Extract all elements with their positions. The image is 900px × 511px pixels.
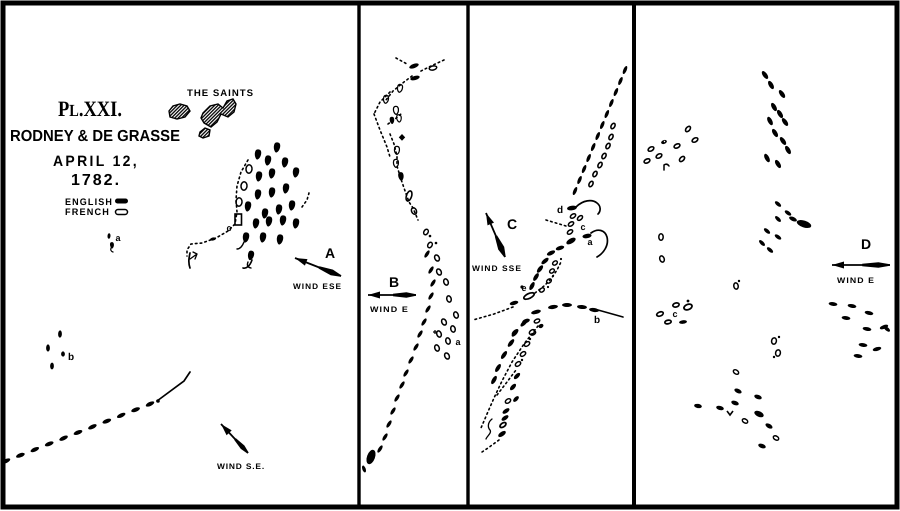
svg-text:c: c: [226, 223, 231, 233]
svg-text:WIND E: WIND E: [837, 276, 875, 285]
svg-text:APRIL 12,: APRIL 12,: [53, 153, 139, 170]
svg-text:c: c: [672, 309, 677, 319]
svg-text:RODNEY & DE GRASSE: RODNEY & DE GRASSE: [10, 128, 180, 145]
svg-text:1782.: 1782.: [71, 172, 121, 189]
svg-text:a: a: [115, 233, 121, 243]
svg-text:B: B: [389, 274, 399, 290]
svg-text:d: d: [557, 205, 563, 216]
svg-text:a: a: [587, 237, 593, 247]
svg-text:b: b: [68, 352, 74, 363]
svg-text:PL.XXI.: PL.XXI.: [58, 96, 122, 121]
svg-text:FRENCH: FRENCH: [65, 207, 110, 218]
svg-text:e: e: [521, 283, 526, 293]
svg-text:WIND E: WIND E: [370, 305, 409, 314]
svg-text:WIND S.E.: WIND S.E.: [217, 462, 265, 471]
svg-text:WIND SSE: WIND SSE: [472, 264, 522, 273]
svg-text:ENGLISH: ENGLISH: [65, 197, 113, 208]
svg-text:D: D: [861, 236, 871, 252]
svg-text:C: C: [507, 216, 517, 232]
svg-text:b: b: [594, 315, 600, 326]
svg-text:THE SAINTS: THE SAINTS: [187, 88, 254, 99]
svg-text:c: c: [580, 222, 585, 232]
svg-text:A: A: [325, 245, 335, 261]
svg-text:a: a: [455, 337, 461, 347]
svg-text:WIND ESE: WIND ESE: [293, 282, 342, 291]
